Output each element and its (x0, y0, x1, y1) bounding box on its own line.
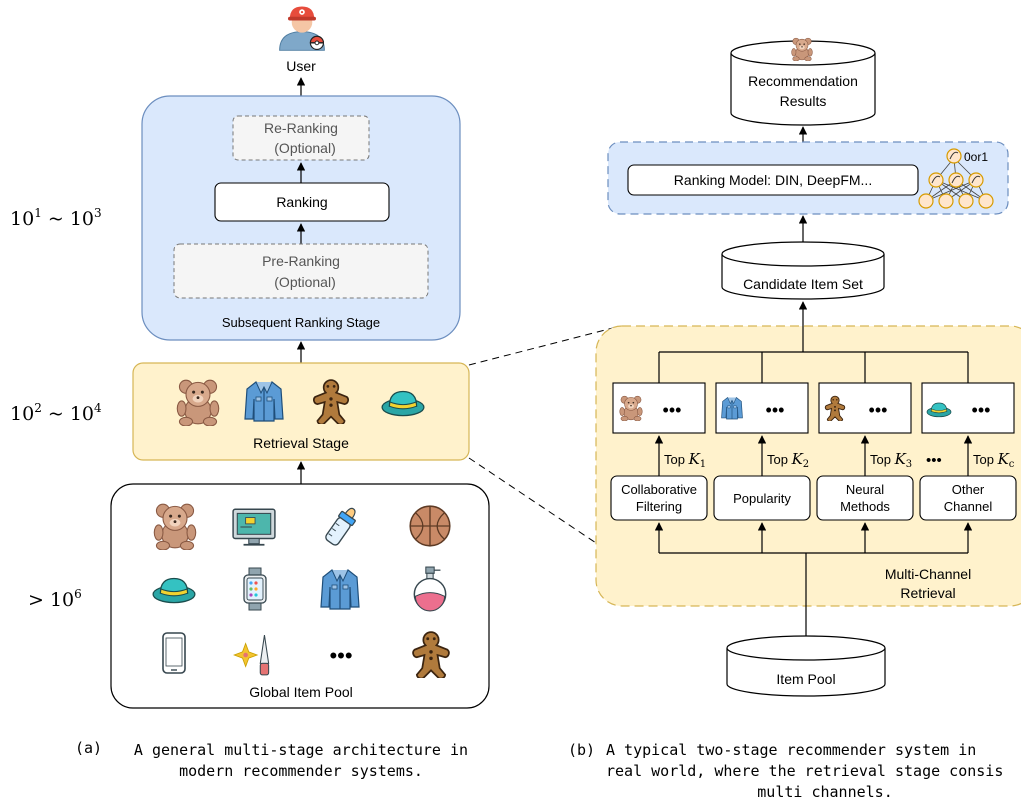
neural-network-icon (918, 148, 994, 209)
caption-b-line3: multi channels. (757, 783, 892, 801)
denim-jacket-icon (721, 397, 743, 420)
ranking-model-box (627, 164, 919, 196)
left-panel: User Re-Ranking (Optional) Ranking Pre-R… (10, 5, 490, 780)
results-line1: Recommendation (748, 73, 858, 89)
teddy-bear-icon (153, 503, 197, 550)
caption-b-line1: A typical two-stage recommender system i… (606, 741, 976, 759)
smartphone-icon (162, 632, 186, 674)
caption-a-line1: A general multi-stage architecture in (134, 741, 468, 759)
caption-b-line2: real world, where the retrieval stage co… (606, 762, 1003, 780)
channel-4-line1: Other (952, 482, 985, 497)
channel-result-ellipsis-2: ••• (766, 400, 785, 420)
denim-jacket-icon (244, 381, 284, 422)
topk-label-4: Top Kc (973, 450, 1015, 470)
caption-b-tag: (b) (568, 741, 595, 759)
preranking-box (173, 243, 429, 299)
channel-3-line1: Neural (846, 482, 884, 497)
ranking-stage-title: Subsequent Ranking Stage (222, 315, 380, 330)
topk-label-1: Top K1 (664, 450, 706, 470)
scale-pool: > 106 (28, 587, 82, 611)
caption-a-line2: modern recommender systems. (179, 762, 423, 780)
multi-channel-label-line1: Multi-Channel (885, 566, 971, 582)
reranking-box (232, 115, 370, 161)
channel-collaborative-filtering (610, 475, 708, 521)
channel-popularity (713, 475, 811, 521)
output-label: 0or1 (964, 150, 988, 164)
channel-result-ellipsis-4: ••• (972, 400, 991, 420)
scale-retrieval: 102 ~ 104 (10, 401, 102, 425)
ranking-model-label: Ranking Model: DIN, DeepFM... (674, 172, 872, 188)
channel-1-line1: Collaborative (621, 482, 697, 497)
channel-3-line2: Methods (840, 499, 890, 514)
recommendation-results-cylinder (730, 40, 876, 126)
channel-result-ellipsis-3: ••• (869, 400, 888, 420)
denim-jacket-icon (320, 569, 360, 610)
preranking-label: Pre-Ranking (262, 253, 340, 269)
topk-label-3: Top K3 (870, 450, 912, 470)
teddy-bear-icon (176, 379, 220, 426)
results-line2: Results (780, 93, 827, 109)
channel-1-line2: Filtering (636, 499, 682, 514)
item-pool-label: Item Pool (776, 671, 835, 687)
candidate-item-set-cylinder (721, 241, 885, 300)
caption-a-tag: (a) (75, 739, 102, 757)
retrieval-stage-title: Retrieval Stage (253, 435, 349, 451)
zoom-connector-top (468, 327, 614, 366)
pool-ellipsis: ••• (329, 643, 352, 668)
user-label: User (286, 58, 316, 74)
topk-ellipsis: ••• (926, 452, 942, 469)
channel-result-ellipsis-1: ••• (663, 400, 682, 420)
reranking-optional-label: (Optional) (274, 140, 335, 156)
multi-channel-label-line2: Retrieval (900, 585, 955, 601)
channel-neural-methods (816, 475, 914, 521)
teddy-bear-icon (619, 395, 643, 421)
scale-ranking: 101 ~ 103 (10, 206, 102, 230)
item-pool-cylinder (726, 635, 886, 697)
basketball-icon (409, 505, 451, 547)
channel-4-line2: Channel (944, 499, 993, 514)
right-panel: Recommendation Results Ranking Model: DI… (568, 37, 1021, 801)
reranking-label: Re-Ranking (264, 120, 338, 136)
channel-2-line1: Popularity (733, 491, 791, 506)
global-item-pool-title: Global Item Pool (249, 684, 353, 700)
preranking-optional-label: (Optional) (274, 274, 335, 290)
candidate-item-set-label: Candidate Item Set (743, 276, 863, 292)
ranking-box (214, 182, 390, 222)
zoom-connector-bottom (468, 457, 615, 556)
ranking-label: Ranking (276, 194, 327, 210)
topk-label-2: Top K2 (767, 450, 809, 470)
global-item-pool-box (110, 483, 490, 709)
teddy-bear-icon (791, 37, 813, 61)
user-icon (278, 5, 326, 51)
channel-other (919, 475, 1017, 521)
